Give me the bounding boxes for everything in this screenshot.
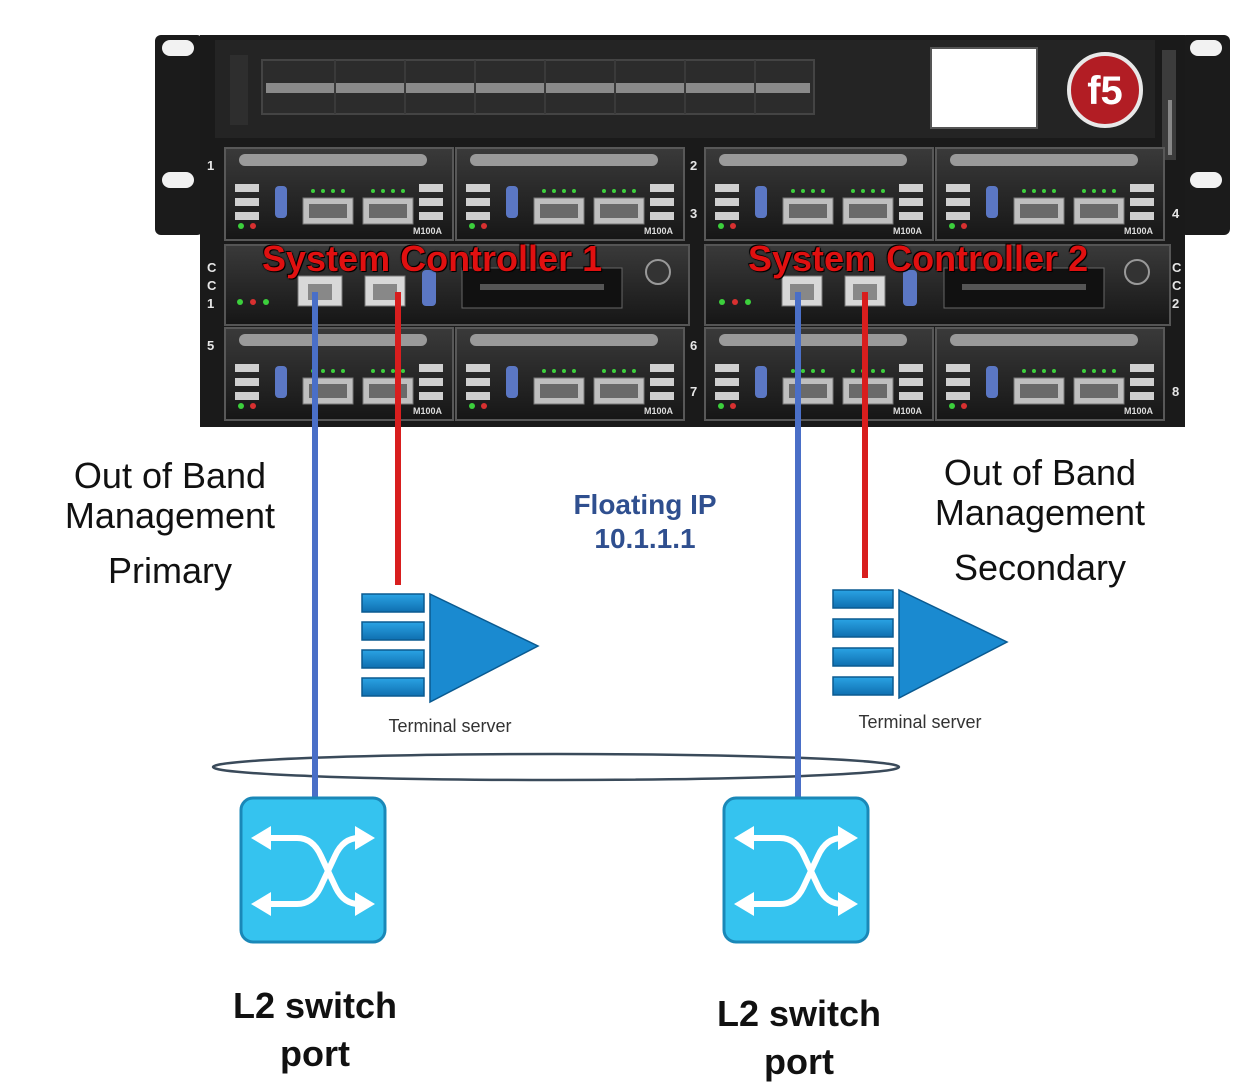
l2-switch-secondary-line2: port [764,1040,834,1082]
oob-primary-label: Out of Band Management Primary [40,455,300,591]
terminal-server-icon-secondary [832,588,1009,700]
oob-secondary-line2: Management [934,492,1146,534]
l2-switch-secondary-line1: L2 switch [716,993,882,1034]
blade-model-label: M100A [1124,226,1154,236]
blade-model-label: M100A [413,406,443,416]
blade-slot: M100A [224,147,454,241]
l2-switch-icon-secondary [722,796,870,944]
terminal-server-label-secondary: Terminal server [858,712,982,732]
l2-switch-primary-line1: L2 switch [232,985,398,1026]
slot-number-4: 4 [1172,206,1180,221]
oob-secondary-line3: Secondary [953,546,1127,588]
terminal-server-label-primary: Terminal server [388,716,512,736]
slot-number-5: 5 [207,338,214,353]
blade-slot: M100A [935,327,1165,421]
svg-text:f5: f5 [1087,69,1123,113]
blade-slot: M100A [704,327,934,421]
system-controller-1-label: System Controller 1 [262,238,603,279]
rack-ear-right [1180,35,1230,235]
cc2-letter-top: C [1172,260,1182,275]
system-controller-2-label: System Controller 2 [748,238,1089,279]
slot-number-6: 6 [690,338,697,353]
blade-model-label: M100A [644,226,674,236]
rack-ear-left [155,35,203,235]
floating-ip-ring [211,752,901,782]
floating-ip-title: Floating IP [573,489,717,520]
oob-primary-line1: Out of Band [73,455,267,496]
cc2-letter-mid: C [1172,278,1182,293]
l2-switch-label-secondary: L2 switch port [694,990,904,1085]
blade-slot: M100A [455,147,685,241]
cc2-number: 2 [1172,296,1179,311]
links [312,292,868,800]
blade-slot: M100A [224,327,454,421]
blade-model-label: M100A [413,226,443,236]
oob-primary-line2: Management [64,495,276,537]
l2-switch-label-primary: L2 switch port [210,982,420,1077]
blade-slots: M100A M100A M100A M100A M100A M100A M100A M100A [224,147,1165,421]
terminal-server-icon-primary [361,592,540,704]
slot-number-1: 1 [207,158,214,173]
l2-switch-primary-line2: port [280,1032,350,1074]
l2-switch-icon-primary [239,796,387,944]
cc1-letter-top: C [207,260,217,275]
floating-ip-address: 10.1.1.1 [594,522,696,554]
oob-secondary-label: Out of Band Management Secondary [910,452,1170,588]
blade-slot: M100A [935,147,1165,241]
oob-primary-line3: Primary [108,549,232,591]
blade-model-label: M100A [893,226,923,236]
system-controller-2-module [704,244,1171,326]
cc1-letter-mid: C [207,278,217,293]
slot-number-8: 8 [1172,384,1179,399]
slot-number-7: 7 [690,384,697,399]
cc1-number: 1 [207,296,214,311]
f5-logo: f5 [1067,52,1143,128]
lcd-panel [930,47,1038,129]
blade-model-label: M100A [1124,406,1154,416]
blade-model-label: M100A [644,406,674,416]
oob-secondary-line1: Out of Band [943,452,1137,493]
floating-ip-label: Floating IP 10.1.1.1 [530,488,760,555]
slot-number-2: 2 [690,158,697,173]
slot-number-3: 3 [690,206,697,221]
blade-slot: M100A [455,327,685,421]
blade-model-label: M100A [893,406,923,416]
blade-slot: M100A [704,147,934,241]
